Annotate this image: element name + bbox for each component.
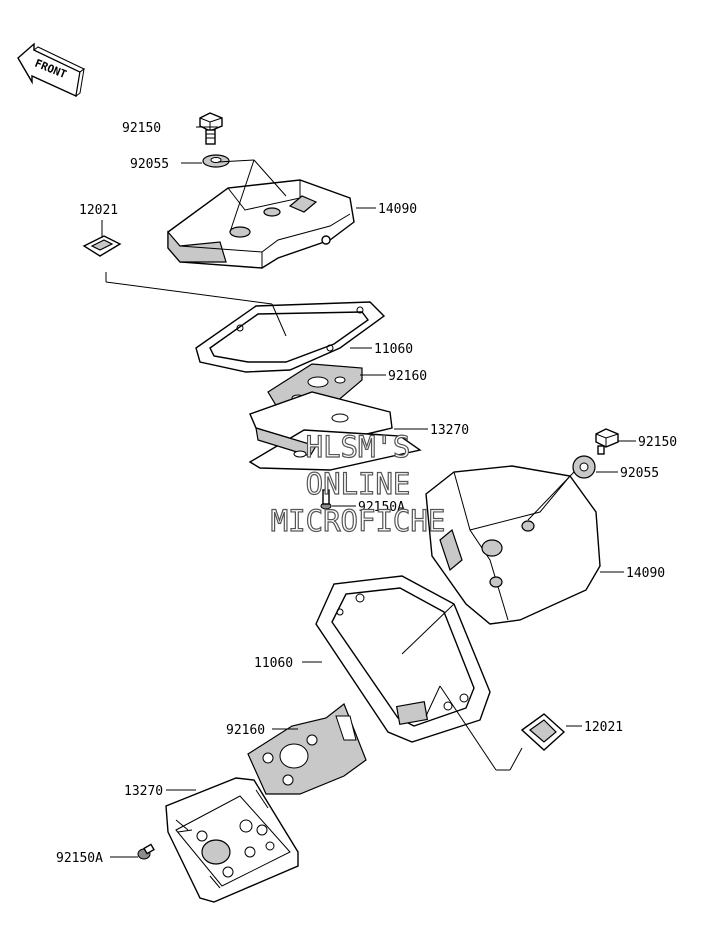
watermark-line1: HLSM'S xyxy=(306,430,411,464)
top-bolt-part xyxy=(199,112,223,145)
label-top-cap: 12021 xyxy=(79,203,118,218)
top-cap-part xyxy=(82,235,122,257)
bottom-cap-part xyxy=(520,713,566,751)
bottom-plate-gasket-part xyxy=(247,703,367,795)
top-washer-part xyxy=(202,154,230,168)
label-bottom-washer: 92055 xyxy=(620,466,659,481)
label-bottom-cap: 12021 xyxy=(584,720,623,735)
bottom-cover-part xyxy=(425,465,601,625)
watermark-line2: ONLINE xyxy=(306,467,411,501)
label-bottom-gasket: 11060 xyxy=(254,656,293,671)
top-cover-part xyxy=(167,179,355,269)
top-plate-part xyxy=(248,391,422,471)
label-top-bolt: 92150 xyxy=(122,121,161,136)
bottom-bolt-part xyxy=(595,428,619,455)
front-arrow-icon: FRONT xyxy=(17,42,85,98)
label-top-plate-gasket: 92160 xyxy=(388,369,427,384)
label-top-washer: 92055 xyxy=(130,157,169,172)
label-bottom-bolt: 92150 xyxy=(638,435,677,450)
bottom-screw-part xyxy=(137,843,155,860)
label-bottom-screw: 92150A xyxy=(56,851,103,866)
label-bottom-cover: 14090 xyxy=(626,566,665,581)
label-top-gasket: 11060 xyxy=(374,342,413,357)
label-top-screw: 92150A xyxy=(358,500,405,515)
bottom-gasket-part xyxy=(315,575,491,743)
label-top-plate: 13270 xyxy=(430,423,469,438)
label-bottom-plate-gasket: 92160 xyxy=(226,723,265,738)
bottom-plate-part xyxy=(165,777,299,903)
watermark-line3: MICROFICHE xyxy=(271,504,446,538)
watermark: HLSM'S ONLINE MICROFICHE xyxy=(270,429,446,538)
label-top-cover: 14090 xyxy=(378,202,417,217)
bottom-washer-part xyxy=(572,455,596,479)
label-bottom-plate: 13270 xyxy=(124,784,163,799)
part-labels: 92150 92055 14090 12021 11060 92160 1327… xyxy=(56,121,677,866)
top-gasket-part xyxy=(195,301,386,373)
leader-lines xyxy=(101,126,636,858)
top-screw-part xyxy=(320,489,332,510)
